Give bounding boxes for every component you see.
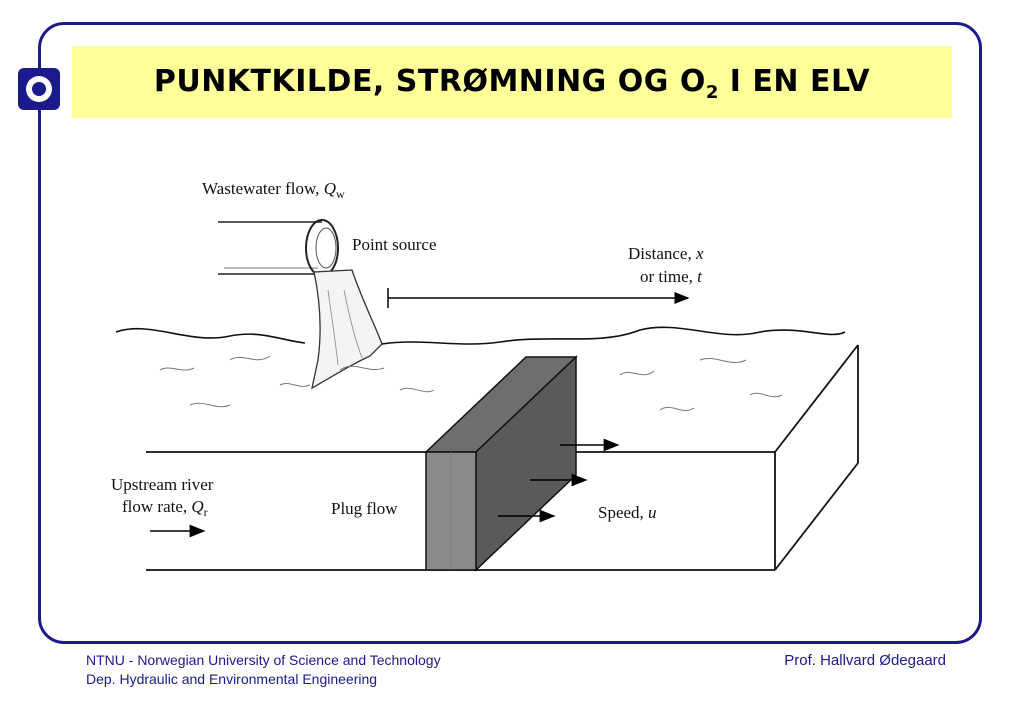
wastewater-flow-label: Wastewater flow, Qw (202, 179, 345, 201)
water-swirls (159, 355, 783, 412)
title-rest: I EN ELV (718, 64, 871, 99)
title-main: PUNKTKILDE, STRØMNING OG O (153, 64, 706, 99)
footer-department: Dep. Hydraulic and Environmental Enginee… (86, 671, 378, 687)
discharge-stream (311, 269, 383, 390)
footer-author: Prof. Hallvard Ødegaard (784, 652, 946, 669)
wastewater-pipe (218, 219, 339, 277)
slide-frame (38, 22, 982, 644)
title-bar: PUNKTKILDE, STRØMNING OG O2 I EN ELV (72, 46, 952, 118)
ntnu-logo-icon (18, 68, 60, 110)
point-source-label: Point source (352, 235, 437, 254)
footer-institution: NTNU - Norwegian University of Science a… (86, 652, 441, 668)
plug-flow-label: Plug flow (331, 499, 398, 518)
speed-label: Speed, u (598, 503, 657, 522)
distance-arrow (387, 288, 690, 308)
upstream-label-line1: Upstream river (111, 475, 214, 494)
distance-label: Distance, x (628, 244, 704, 263)
title-subscript: 2 (705, 82, 719, 103)
water-surface (115, 326, 846, 345)
river-plug-flow-diagram: Wastewater flow, Qw Point source Distanc… (111, 179, 859, 572)
plug-flow-slab (424, 355, 578, 572)
upstream-label-line2: flow rate, Qr (122, 497, 208, 519)
time-label: or time, t (640, 267, 703, 286)
slide-title: PUNKTKILDE, STRØMNING OG O2 I EN ELV (72, 46, 952, 118)
